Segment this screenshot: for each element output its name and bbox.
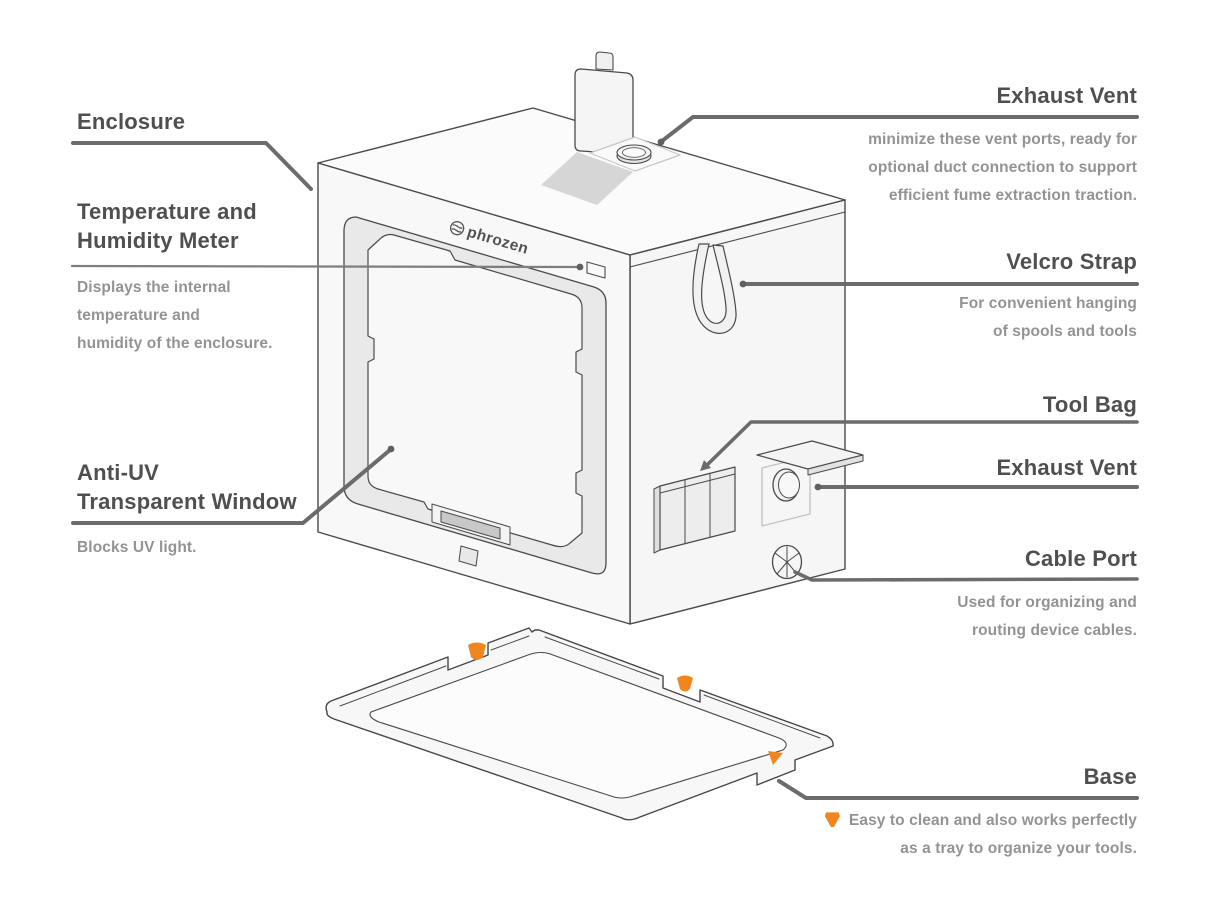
orange-marker-back-right (677, 675, 693, 692)
top-exhaust-vent (589, 136, 681, 172)
leader-cable-port (793, 570, 1139, 582)
orange-markers (468, 642, 783, 765)
velcro-strap (692, 243, 737, 334)
orange-marker-front-right (768, 751, 783, 765)
leader-dot-exhaust-side (814, 483, 822, 491)
velcro-strap-title: Velcro Strap (1006, 249, 1137, 274)
leader-exhaust-top (660, 115, 1139, 143)
handle-bar (440, 510, 501, 540)
tray-floor (369, 651, 787, 799)
leader-enclosure (71, 141, 313, 191)
cable-port (771, 544, 803, 580)
phrozen-logo-icon (449, 221, 465, 236)
cable-port-title: Cable Port (1024, 546, 1137, 571)
temperature-humidity-meter-title: Temperature and Humidity Meter (77, 199, 257, 253)
tool-bag-dividers (684, 472, 711, 545)
leader-tool-bag (704, 420, 1139, 468)
base-title: Base (1083, 764, 1137, 789)
side-vent-lid-edge (807, 454, 864, 476)
anti-uv-window (367, 233, 583, 548)
flap-tab (595, 51, 614, 71)
vent-hole (622, 147, 646, 158)
leader-dot-temperature (576, 263, 584, 271)
base-description: Easy to clean and also works perfectly a… (824, 807, 1137, 863)
side-exhaust-vent (756, 440, 864, 527)
lid-seam-line (629, 211, 846, 268)
flap-shadow (541, 152, 633, 205)
door-latch-tab (458, 545, 479, 567)
tool-bag (653, 466, 736, 554)
velcro-strap-description: For convenient hanging of spools and too… (959, 295, 1137, 340)
tool-bag-side (653, 485, 661, 554)
leader-window (71, 448, 392, 525)
leader-arrow-tool-bag (700, 460, 711, 471)
tray-wall-inner-edges (339, 635, 821, 739)
tool-bag-lip (659, 473, 736, 494)
leader-temperature-meter (70, 264, 579, 269)
orange-marker-back-left (468, 642, 486, 660)
top-flap (574, 51, 634, 155)
leader-dot-exhaust-top (657, 138, 665, 146)
leader-lines (70, 115, 1139, 800)
orange-marker-icon (824, 812, 840, 828)
anti-uv-window-description: Blocks UV light. (77, 539, 197, 556)
leader-dot-window (387, 445, 395, 453)
tool-bag-title: Tool Bag (1042, 392, 1137, 417)
door-handle (431, 503, 511, 567)
leader-dot-velcro (739, 280, 747, 288)
cable-port-description: Used for organizing and routing device c… (957, 594, 1137, 639)
leader-base (777, 779, 1139, 800)
anti-uv-window-title: Anti-UV Transparent Window (77, 460, 297, 514)
exhaust-vent-top-title: Exhaust Vent (996, 83, 1137, 108)
side-vent-hole (778, 471, 800, 499)
temperature-humidity-meter-widget (586, 261, 606, 279)
exhaust-vent-side-title: Exhaust Vent (996, 455, 1137, 480)
base-tray (325, 627, 834, 821)
box-right-face (629, 199, 846, 625)
cable-port-slits (774, 546, 800, 578)
exhaust-vent-top-description: minimize these vent ports, ready for opt… (868, 131, 1137, 204)
temperature-humidity-meter-description: Displays the internal temperature and hu… (77, 279, 273, 352)
enclosure-title: Enclosure (77, 109, 186, 134)
